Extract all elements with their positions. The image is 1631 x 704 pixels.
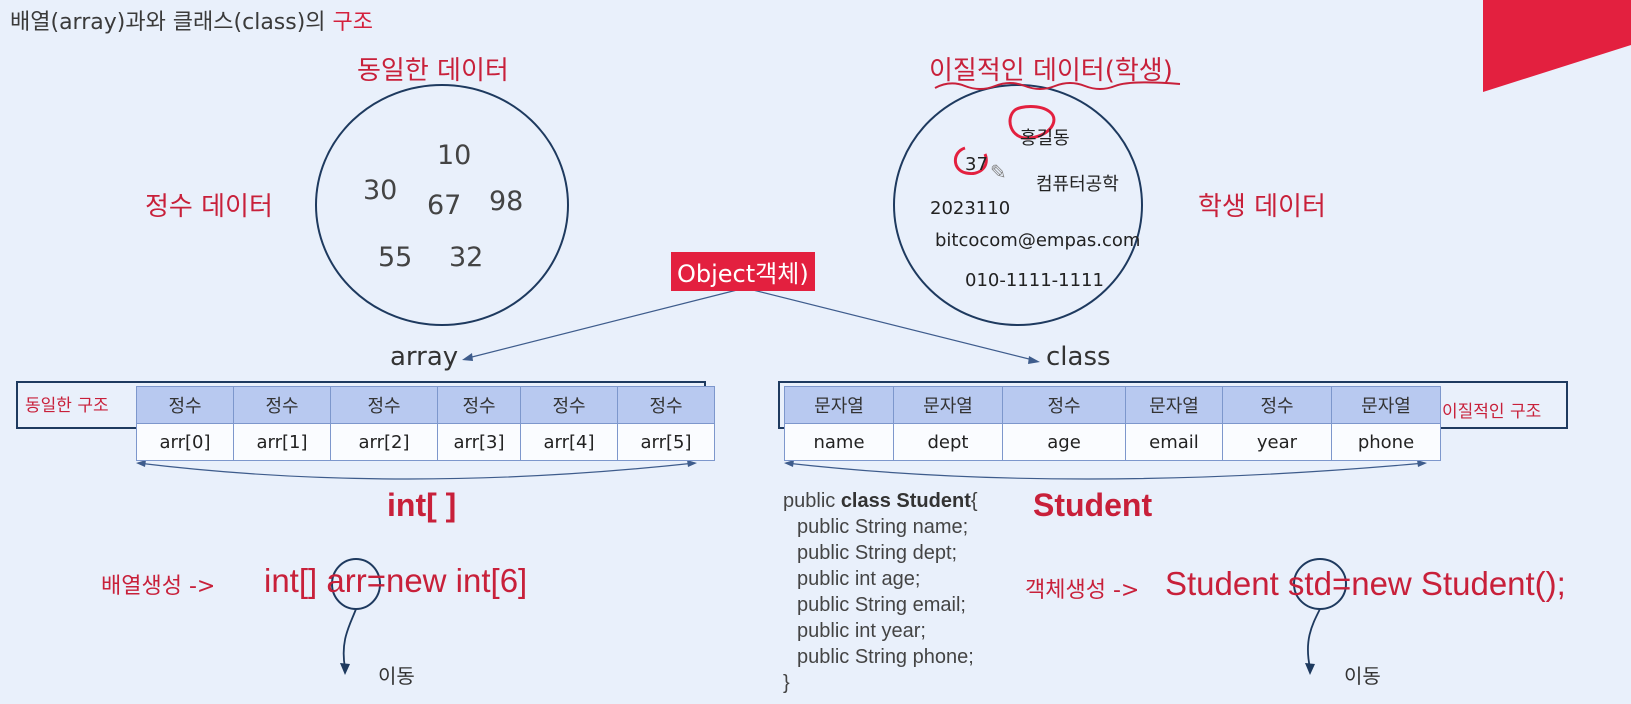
array-create-label: 배열생성 -> <box>101 574 216 599</box>
pen-cursor-icon: ✎ <box>990 160 1007 184</box>
class-field-cell: email <box>1125 423 1223 461</box>
code-line: public String phone; <box>797 646 974 668</box>
span-arrow-right-a <box>687 460 697 467</box>
student-year: 2023110 <box>930 198 1011 219</box>
right-side-label: 학생 데이터 <box>1198 192 1326 222</box>
arrow-head-class <box>1028 356 1040 364</box>
array-index-cell: arr[4] <box>520 423 618 461</box>
span-arrow-left-b <box>784 460 794 467</box>
class-field-cell: dept <box>893 423 1003 461</box>
slide-title: 배열(array)과와 클래스(class)의 구조 <box>10 10 374 35</box>
annotation-circle-name <box>1008 105 1056 140</box>
code-line: public String name; <box>797 516 969 538</box>
code-line: public String dept; <box>797 542 958 564</box>
student-class-code: public class Student{ public String name… <box>783 488 978 696</box>
array-index-cell: arr[0] <box>136 423 234 461</box>
code-line: public int age; <box>797 568 921 590</box>
number-value: 30 <box>363 175 398 206</box>
class-header-cell: 정수 <box>1222 386 1332 424</box>
class-header-cell: 정수 <box>1002 386 1126 424</box>
object-label: Object객체) <box>671 252 815 291</box>
number-value: 67 <box>427 190 462 221</box>
class-header-cell: 문자열 <box>1331 386 1441 424</box>
arrow-head-array <box>462 353 473 361</box>
array-type-name: int[ ] <box>387 487 457 523</box>
class-header-cell: 문자열 <box>1125 386 1223 424</box>
array-index-cell: arr[2] <box>330 423 438 461</box>
class-type-name: Student <box>1033 487 1153 523</box>
array-header-cell: 정수 <box>136 386 234 424</box>
student-age: 37 <box>965 154 988 175</box>
underline-squiggle <box>934 81 1181 90</box>
class-structure-tag: 이질적인 구조 <box>1442 402 1542 422</box>
object-create-statement: Student std=new Student(); <box>1165 565 1566 602</box>
array-structure-tag: 동일한 구조 <box>25 396 109 416</box>
number-value: 98 <box>489 186 524 217</box>
class-field-cell: year <box>1222 423 1332 461</box>
class-field-cell: phone <box>1331 423 1441 461</box>
code-line: } <box>783 672 790 694</box>
array-index-cell: arr[5] <box>617 423 715 461</box>
right-heading: 이질적인 데이터(학생) <box>929 56 1173 86</box>
array-header-cell: 정수 <box>437 386 521 424</box>
annotation-circle-age <box>953 146 988 176</box>
class-table: 문자열 문자열 정수 문자열 정수 문자열 name dept age emai… <box>784 386 1441 461</box>
class-field-cell: age <box>1002 423 1126 461</box>
student-email: bitcocom@empas.com <box>935 230 1141 251</box>
span-arrow-right-b <box>1417 460 1427 467</box>
code-line: public String email; <box>797 594 966 616</box>
number-value: 10 <box>437 140 472 171</box>
array-header-cell: 정수 <box>233 386 331 424</box>
class-label: class <box>1046 342 1111 372</box>
class-field-cell: name <box>784 423 894 461</box>
array-move-label: 이동 <box>378 664 415 688</box>
array-header-cell: 정수 <box>330 386 438 424</box>
left-data-circle <box>315 84 569 326</box>
number-value: 55 <box>378 242 413 273</box>
class-header-cell: 문자열 <box>784 386 894 424</box>
student-name: 홍길동 <box>1020 128 1070 149</box>
object-move-label: 이동 <box>1344 664 1381 688</box>
object-create-label: 객체생성 -> <box>1025 578 1140 603</box>
std-move-arrow <box>1307 608 1321 669</box>
right-data-circle <box>893 84 1143 326</box>
span-arrow-left-a <box>136 460 146 467</box>
array-index-cell: arr[3] <box>437 423 521 461</box>
array-header-cell: 정수 <box>617 386 715 424</box>
student-dept: 컴퓨터공학 <box>1036 174 1119 195</box>
array-index-cell: arr[1] <box>233 423 331 461</box>
array-create-statement: int[] arr=new int[6] <box>264 562 528 599</box>
code-line: public class Student{ <box>783 490 978 512</box>
student-phone: 010-1111-1111 <box>965 270 1104 291</box>
array-label: array <box>390 342 459 372</box>
left-heading: 동일한 데이터 <box>357 56 509 86</box>
class-header-cell: 문자열 <box>893 386 1003 424</box>
array-header-cell: 정수 <box>520 386 618 424</box>
corner-triangle <box>1483 0 1631 92</box>
left-side-label: 정수 데이터 <box>145 192 273 222</box>
number-value: 32 <box>449 242 484 273</box>
code-line: public int year; <box>797 620 926 642</box>
arr-move-arrow <box>342 608 357 669</box>
array-table: 정수 정수 정수 정수 정수 정수 arr[0] arr[1] arr[2] a… <box>136 386 715 461</box>
